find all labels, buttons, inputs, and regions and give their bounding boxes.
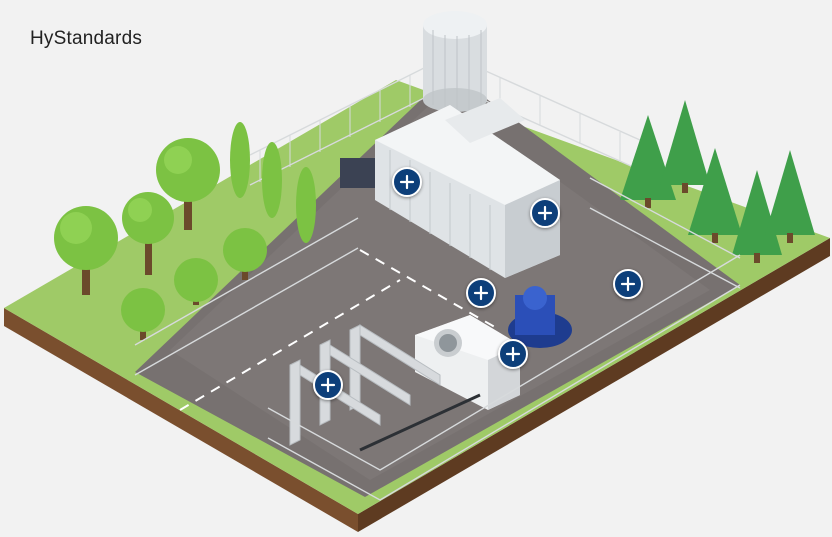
asphalt-lot-inner	[170, 95, 710, 480]
hotspot-pipe-junction[interactable]	[466, 278, 496, 308]
road-markings	[179, 249, 501, 411]
ground-soil-left	[4, 308, 358, 532]
plus-icon	[320, 377, 336, 393]
plus-icon	[473, 285, 489, 301]
hotspot-electrolyzer-side[interactable]	[530, 198, 560, 228]
plus-icon	[505, 346, 521, 362]
fence-front	[134, 177, 741, 501]
hotspot-electrolyzer-front[interactable]	[392, 167, 422, 197]
plus-icon	[537, 205, 553, 221]
storage-tank	[423, 11, 487, 112]
compressor-pump	[508, 286, 572, 348]
hotspot-open-area[interactable]	[613, 269, 643, 299]
plus-icon	[620, 276, 636, 292]
hotspot-racks[interactable]	[313, 370, 343, 400]
app-title: HyStandards	[30, 28, 143, 49]
ground-soil-right	[358, 238, 830, 532]
pine-trees	[620, 100, 815, 263]
hotspot-compressor[interactable]	[498, 339, 528, 369]
fence-back	[249, 54, 641, 186]
plus-icon	[399, 174, 415, 190]
electrolyzer-container	[340, 98, 560, 278]
deciduous-trees	[54, 122, 316, 340]
